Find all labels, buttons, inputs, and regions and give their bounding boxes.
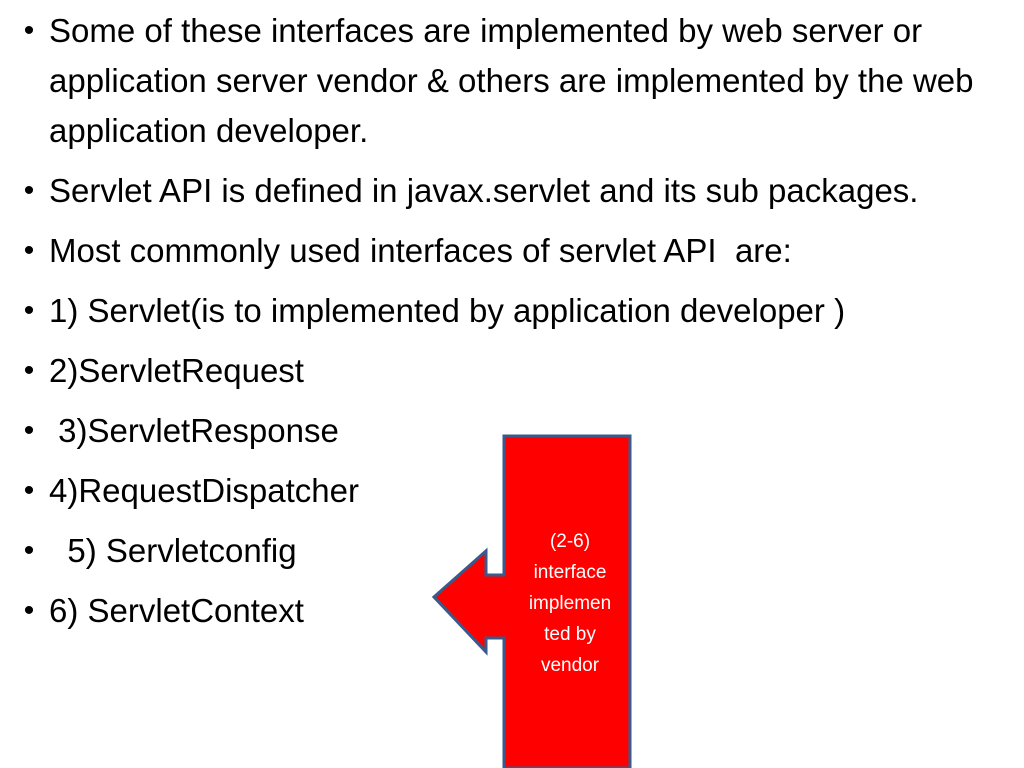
- bullet-text: 5) Servletconfig: [49, 532, 297, 569]
- bullet-item: • 5) Servletconfig: [18, 526, 1018, 576]
- bullet-marker: •: [23, 234, 35, 267]
- bullet-text: 4)RequestDispatcher: [49, 472, 359, 509]
- bullet-text: Most commonly used interfaces of servlet…: [49, 232, 792, 269]
- bullet-item: • Some of these interfaces are implemente…: [18, 6, 1018, 156]
- bullet-list: • Some of these interfaces are implemente…: [18, 6, 1018, 646]
- bullet-text: 3)ServletResponse: [49, 412, 339, 449]
- bullet-item: • 1) Servlet(is to implemented by applica…: [18, 286, 1018, 336]
- bullet-item: • 3)ServletResponse: [18, 406, 1018, 456]
- bullet-marker: •: [23, 174, 35, 207]
- bullet-marker: •: [23, 354, 35, 387]
- bullet-item: • Most commonly used interfaces of servle…: [18, 226, 1018, 276]
- bullet-marker: •: [23, 534, 35, 567]
- bullet-item: • 2)ServletRequest: [18, 346, 1018, 396]
- bullet-text: 2)ServletRequest: [49, 352, 304, 389]
- bullet-marker: •: [23, 414, 35, 447]
- bullet-marker: •: [23, 474, 35, 507]
- bullet-item: • Servlet API is defined in javax.servlet…: [18, 166, 1018, 216]
- bullet-marker: •: [23, 14, 35, 47]
- callout-label: (2-6) interface implemen ted by vendor: [528, 531, 612, 676]
- bullet-text: 6) ServletContext: [49, 592, 304, 629]
- bullet-item: • 4)RequestDispatcher: [18, 466, 1018, 516]
- bullet-marker: •: [23, 594, 35, 627]
- bullet-text: 1) Servlet(is to implemented by applicat…: [49, 292, 846, 329]
- bullet-item: • 6) ServletContext: [18, 586, 1018, 636]
- bullet-marker: •: [23, 294, 35, 327]
- left-arrow-callout-shape: [432, 434, 632, 768]
- bullet-text: Some of these interfaces are implemented…: [49, 12, 983, 149]
- left-arrow-callout: (2-6) interface implemen ted by vendor: [432, 434, 636, 768]
- bullet-text: Servlet API is defined in javax.servlet …: [49, 172, 919, 209]
